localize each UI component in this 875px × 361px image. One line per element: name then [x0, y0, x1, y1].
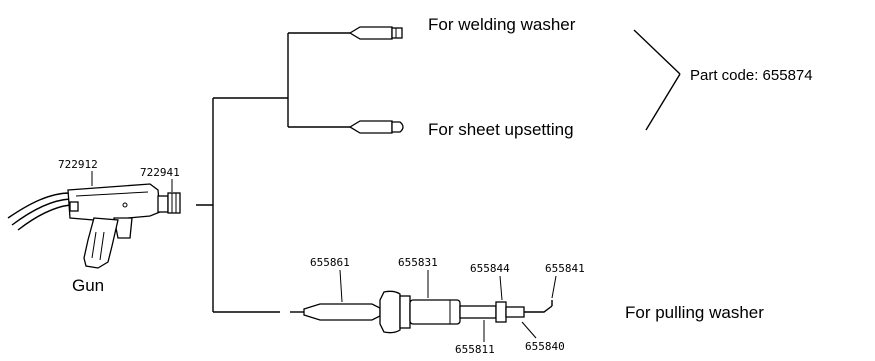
sheet-upsetting-tip [348, 120, 404, 134]
gun-part-722941: 722941 [140, 166, 180, 179]
puller-part-655844-leader [499, 275, 503, 301]
pulling-washer-label: For pulling washer [625, 303, 764, 322]
puller-part-655841: 655841 [545, 262, 585, 275]
puller-part-labels: 655861 655831 655844 655841 655811 655840 [310, 256, 585, 356]
welding-washer-tip [348, 26, 403, 40]
welding-washer-label: For welding washer [428, 15, 576, 34]
puller-part-655840: 655840 [525, 340, 565, 353]
sheet-upsetting-label: For sheet upsetting [428, 120, 574, 139]
puller-part-655811: 655811 [455, 343, 495, 356]
gun-icon [7, 183, 181, 269]
puller-part-655841-leader [551, 275, 557, 299]
puller-tool-icon [290, 290, 553, 334]
puller-part-655861-leader [339, 269, 343, 303]
puller-part-655831: 655831 [398, 256, 438, 269]
branch-connectors [196, 32, 350, 313]
part-code-bracket [633, 29, 681, 131]
gun-label: Gun [72, 276, 104, 295]
gun-part-722912: 722912 [58, 158, 98, 171]
part-code-label: Part code: 655874 [690, 67, 813, 84]
puller-part-655844: 655844 [470, 262, 510, 275]
puller-part-655840-leader [521, 321, 537, 339]
puller-part-655861: 655861 [310, 256, 350, 269]
